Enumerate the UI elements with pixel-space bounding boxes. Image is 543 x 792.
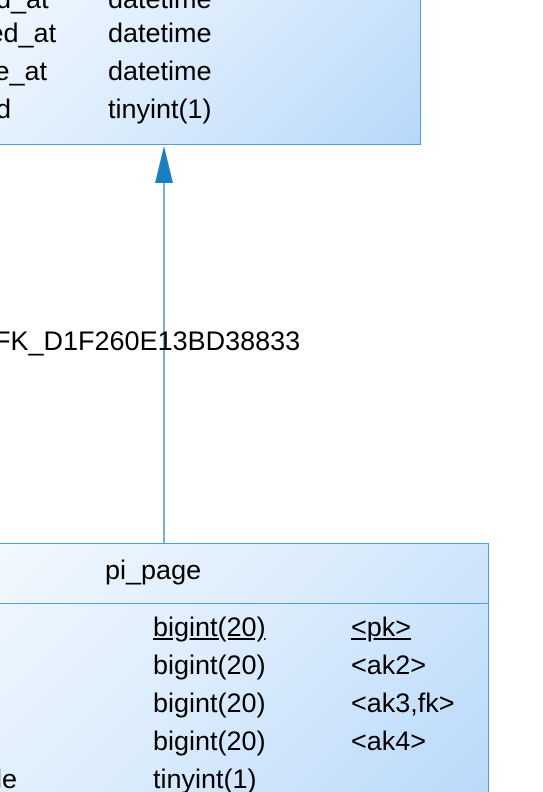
header-divider [0,603,488,604]
column-name: ed_at [0,0,49,15]
column-type: bigint(20) [153,688,266,718]
column-name: ed [0,94,12,124]
child-entity-box[interactable]: pi_page bigint(20) <pk> bigint(20) <ak2>… [0,543,489,792]
column-key: <ak3,fk> [351,688,455,718]
column-key: <ak2> [351,650,427,680]
relationship-label: FK_D1F260E13BD38833 [0,326,301,356]
parent-entity-box[interactable]: ed_at datetime ted_at datetime ve_at dat… [0,0,421,145]
column-key: <pk> [351,612,412,642]
column-name: ve_at [0,56,48,86]
column-type: datetime [108,18,212,48]
column-type: tinyint(1) [108,94,212,124]
arrowhead-icon [155,146,173,183]
column-type: bigint(20) [153,612,266,642]
column-name: ted_at [0,18,57,48]
entity-title: pi_page [105,555,202,585]
column-type: bigint(20) [153,650,266,680]
column-type: datetime [108,56,212,86]
column-type: tinyint(1) [153,764,257,792]
column-name: ble [0,764,18,792]
column-type: bigint(20) [153,726,266,756]
column-key: <ak4> [351,726,427,756]
column-type: datetime [108,0,212,15]
